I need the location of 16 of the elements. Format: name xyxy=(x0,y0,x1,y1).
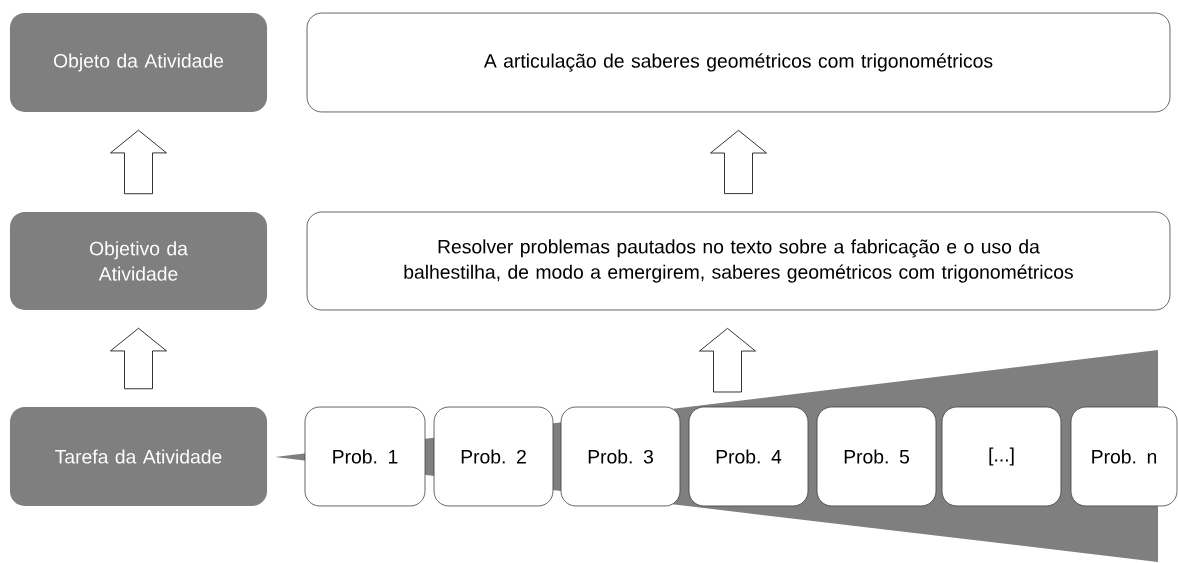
content-box: Prob. 1 xyxy=(304,406,426,507)
content-box: Prob. n xyxy=(1070,406,1178,507)
content-box: A articulação de saberes geométricos com trigonométricos xyxy=(306,12,1171,113)
level-box: Tarefa da Atividade xyxy=(10,407,268,506)
content-box: Prob. 5 xyxy=(816,406,937,507)
level-box: Objetivo da Atividade xyxy=(10,212,268,310)
content-box: Prob. 4 xyxy=(688,406,809,507)
content-box: Resolver problemas pautados no texto sobre a fabricação e o uso da balhestilha, de modo a emergirem, saberes geométricos com trigonométricos xyxy=(306,211,1171,311)
block-arrow xyxy=(710,129,767,194)
content-box: [...] xyxy=(941,406,1062,507)
block-arrow xyxy=(110,129,167,195)
content-box: Prob. 2 xyxy=(433,406,554,507)
content-box: Prob. 3 xyxy=(560,406,681,507)
block-arrow xyxy=(699,328,756,393)
block-arrow xyxy=(110,327,167,390)
level-box: Objeto da Atividade xyxy=(10,13,268,112)
